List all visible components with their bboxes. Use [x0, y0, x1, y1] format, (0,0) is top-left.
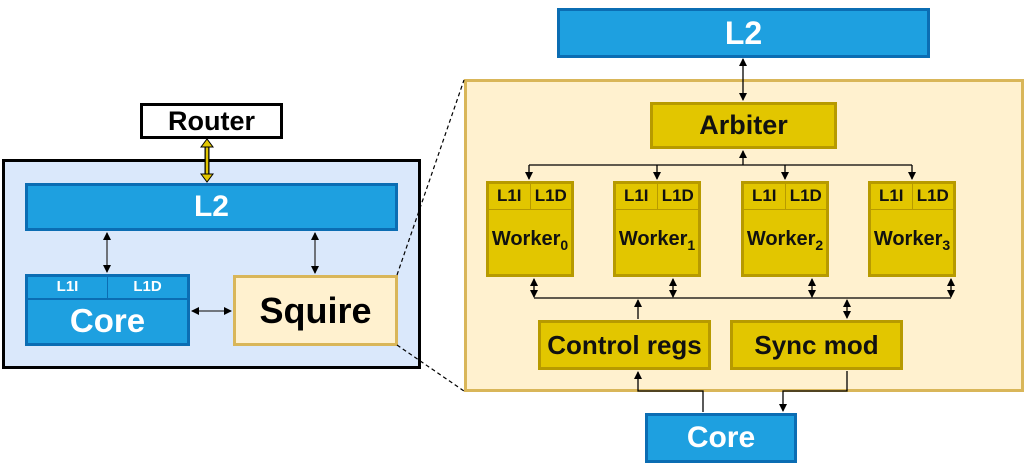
tile-core: L1I L1D Core [25, 274, 190, 346]
worker-2-l1i: L1I [744, 184, 786, 209]
worker-1-l1i: L1I [616, 184, 658, 209]
router-box: Router [140, 103, 283, 139]
tile-l2-cache: L2 [25, 183, 398, 231]
detail-l2-cache: L2 [557, 8, 930, 58]
tile-l2-label: L2 [193, 190, 229, 223]
tile-core-l1i: L1I [28, 277, 108, 298]
worker-1-l1d: L1D [661, 186, 694, 205]
tile-core-label: Core [69, 302, 146, 339]
sync-mod-label: Sync mod [754, 329, 879, 360]
worker-2-l1d: L1D [789, 186, 822, 205]
detail-core-box: Core [645, 413, 797, 463]
control-regs-label: Control regs [547, 329, 702, 360]
sync-mod-box: Sync mod [730, 320, 903, 370]
tile-squire-label: Squire [259, 289, 372, 331]
router-label: Router [168, 105, 255, 136]
tile-squire: Squire [233, 275, 398, 346]
arbiter-label: Arbiter [699, 110, 788, 140]
worker-0-l1i: L1I [489, 184, 531, 209]
arbiter-box: Arbiter [650, 102, 837, 149]
worker-1-label: Worker1 [618, 228, 696, 253]
worker-2: L1I L1D Worker2 [741, 181, 829, 277]
worker-3-l1i: L1I [871, 184, 913, 209]
worker-2-label: Worker2 [746, 228, 824, 253]
worker-0-l1d: L1D [534, 186, 567, 205]
control-regs-box: Control regs [538, 320, 711, 370]
worker-3-l1d: L1D [916, 186, 949, 205]
worker-3: L1I L1D Worker3 [868, 181, 956, 277]
detail-l2-label: L2 [724, 14, 763, 51]
worker-1: L1I L1D Worker1 [613, 181, 701, 277]
worker-0-label: Worker0 [491, 228, 569, 253]
worker-0: L1I L1D Worker0 [486, 181, 574, 277]
worker-3-label: Worker3 [873, 228, 951, 253]
tile-core-l1d: L1D [133, 278, 162, 295]
detail-core-label: Core [686, 421, 756, 454]
